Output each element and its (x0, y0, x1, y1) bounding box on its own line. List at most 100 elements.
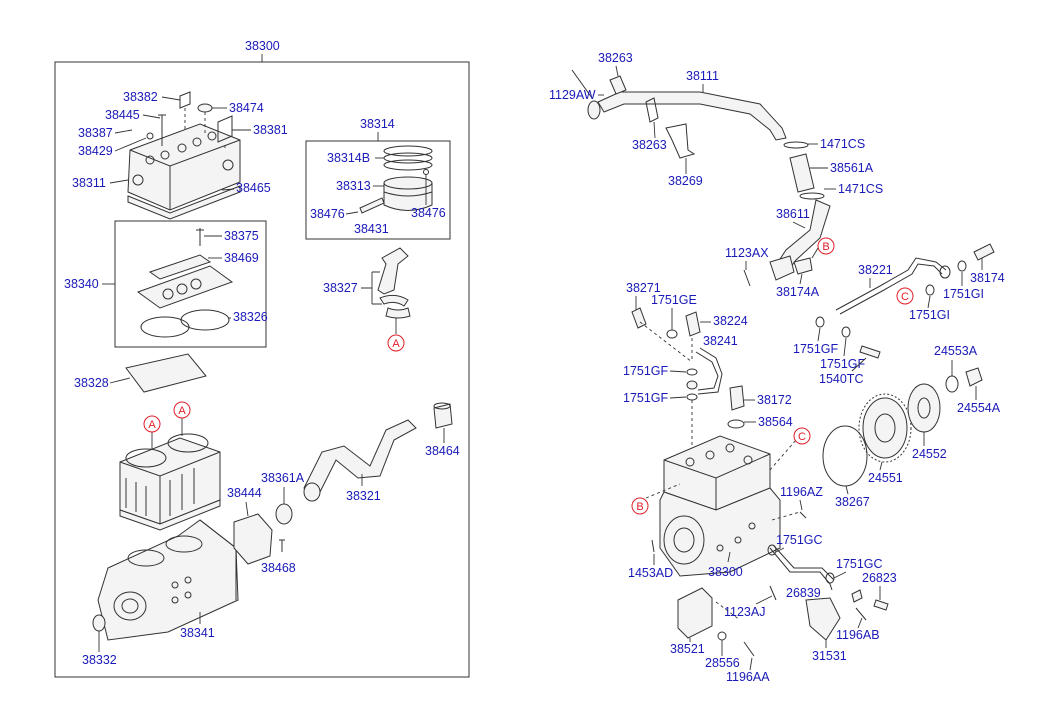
washer-1751gf-low (686, 393, 698, 401)
washer-1751gf-mid (686, 368, 698, 376)
label-24551: 24551 (868, 471, 903, 485)
label-1123ax: 1123AX (725, 246, 769, 260)
bolt-1196aa (743, 641, 755, 657)
label-31531: 31531 (812, 649, 847, 663)
label-1471cs-top: 1471CS (820, 137, 865, 151)
ref-marker-a-left: A (148, 419, 156, 431)
label-38111: 38111 (686, 69, 719, 83)
clip-38263-mid (645, 97, 659, 123)
hub-24552 (907, 383, 941, 433)
coupling-38464 (433, 403, 453, 429)
label-38267: 38267 (835, 495, 870, 509)
seal-38332 (92, 614, 106, 632)
bolt-38224 (685, 311, 701, 337)
label-1129aw: 1129AW (549, 88, 596, 102)
label-38263-top: 38263 (598, 51, 633, 65)
washer-28556 (717, 631, 727, 641)
clamp-1471cs-bottom (799, 192, 825, 200)
label-38474: 38474 (229, 101, 264, 115)
cylinder-head (127, 123, 241, 211)
label-1196aa: 1196AA (726, 670, 770, 684)
cover-38521 (677, 587, 713, 639)
clip-38382 (179, 91, 191, 109)
plug-38172 (729, 385, 745, 411)
washer-24553a (945, 375, 959, 393)
screw-1453ad (651, 539, 655, 553)
ref-marker-c-top: C (901, 291, 909, 303)
label-38341: 38341 (180, 626, 215, 640)
pipe-38321 (303, 419, 417, 493)
label-38468: 38468 (261, 561, 296, 575)
rod-cap (385, 307, 411, 319)
bolt-1196az (799, 511, 807, 519)
label-1751gi-right: 1751GI (943, 287, 984, 301)
clamp-1471cs-top (783, 141, 809, 149)
label-38476-right: 38476 (411, 206, 446, 220)
ref-marker-c-bottom: C (798, 431, 806, 443)
end-cover-38444 (233, 513, 273, 565)
head-gasket (127, 185, 241, 220)
label-38241: 38241 (703, 334, 738, 348)
label-38521: 38521 (670, 642, 705, 656)
gear-24551 (862, 397, 908, 459)
label-1751gf-mid: 1751GF (623, 364, 669, 378)
bolt-1129aw (571, 69, 593, 99)
gasket-38174a (793, 257, 813, 275)
connecting-rod-group (377, 247, 411, 319)
ref-marker-b-top: B (822, 241, 829, 253)
reed-valve (148, 254, 212, 280)
label-38314: 38314 (360, 117, 395, 131)
piston (383, 182, 433, 211)
label-38263-mid: 38263 (632, 138, 667, 152)
hose-38561a (789, 153, 815, 193)
banjo-bolt-38174 (973, 243, 995, 261)
label-38224: 38224 (713, 314, 748, 328)
bolt-38468 (279, 539, 285, 552)
label-38375: 38375 (224, 229, 259, 243)
label-1751gf-pipe-2: 1751GF (820, 357, 866, 371)
plug-38474 (197, 103, 213, 113)
label-38469: 38469 (224, 251, 259, 265)
bolt-1123aj (769, 585, 777, 601)
bolt-38445 (158, 114, 166, 146)
label-1751gc-right: 1751GC (836, 557, 883, 571)
label-38328: 38328 (74, 376, 109, 390)
label-1751gf-low: 1751GF (623, 391, 669, 405)
label-38382: 38382 (123, 90, 158, 104)
label-38381: 38381 (253, 123, 288, 137)
label-26839: 26839 (786, 586, 821, 600)
label-38326: 38326 (233, 310, 268, 324)
label-38313: 38313 (336, 179, 371, 193)
bolt-26823 (873, 599, 889, 611)
label-1196az: 1196AZ (780, 485, 823, 499)
assembly-title-label: 38300 (245, 39, 280, 53)
nut-24554a (965, 367, 983, 387)
label-24552: 24552 (912, 447, 947, 461)
label-38300-installed: 38300 (708, 565, 743, 579)
valve-plate-group (136, 228, 234, 338)
label-38269: 38269 (668, 174, 703, 188)
label-1196ab: 1196AB (836, 628, 880, 642)
bracket-31531 (805, 597, 841, 641)
washer-1751gc-right (825, 572, 835, 584)
fitting-38271 (631, 307, 647, 329)
label-38444: 38444 (227, 486, 262, 500)
label-38314b: 38314B (327, 151, 370, 165)
valve-plate (136, 265, 234, 309)
seal-38564 (727, 419, 745, 429)
label-1751gf-pipe: 1751GF (793, 342, 839, 356)
oil-pipe-38221 (835, 257, 947, 311)
label-38327: 38327 (323, 281, 358, 295)
label-1751gi-left: 1751GI (909, 308, 950, 322)
gasket-38328 (125, 353, 207, 393)
bolt-1123ax (743, 269, 751, 287)
ref-marker-a-rod: A (392, 338, 400, 350)
label-1540tc: 1540TC (819, 372, 863, 386)
label-38564: 38564 (758, 415, 793, 429)
ref-marker-b-bottom: B (636, 501, 643, 513)
label-38332: 38332 (82, 653, 117, 667)
label-1751ge: 1751GE (651, 293, 697, 307)
left-assembly-panel: 38300 38382 38474 38445 38381 38387 (54, 39, 470, 678)
installed-compressor (659, 435, 781, 577)
assembly-frame (54, 61, 470, 678)
